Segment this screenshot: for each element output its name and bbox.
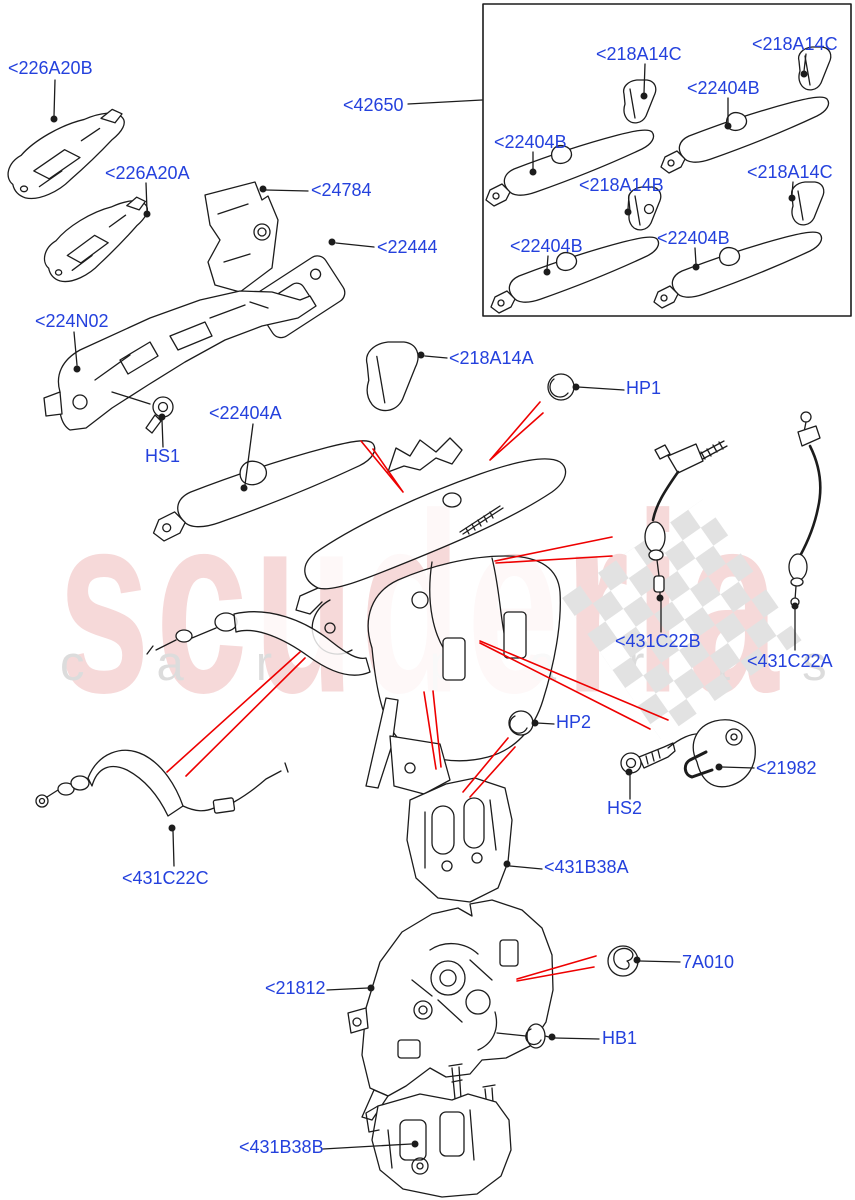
part-7A010-clip (608, 946, 638, 976)
part-label-218A14C-2[interactable]: <218A14C (752, 34, 838, 54)
part-226A20A-gasket (44, 196, 148, 282)
part-label-431C22C[interactable]: <431C22C (122, 868, 209, 888)
part-label-224N02[interactable]: <224N02 (35, 311, 109, 331)
part-label-22404B-3[interactable]: <22404B (510, 236, 583, 256)
part-label-22404B-1[interactable]: <22404B (494, 132, 567, 152)
part-HB1-grommet (497, 1024, 549, 1048)
part-label-HP1[interactable]: HP1 (626, 378, 662, 398)
part-22404A-handle (152, 439, 376, 542)
part-label-218A14C-3[interactable]: <218A14C (747, 162, 833, 182)
part-218A14A-cap (365, 340, 420, 412)
part-label-226A20B[interactable]: <226A20B (8, 58, 93, 78)
part-label-22404B-2[interactable]: <22404B (687, 78, 760, 98)
part-431C22B-cable (645, 441, 727, 597)
part-431C22C-cable (36, 750, 288, 816)
part-label-218A14C-1[interactable]: <218A14C (596, 44, 682, 64)
part-label-22404A[interactable]: <22404A (209, 403, 282, 423)
handle-kit-box (483, 4, 851, 316)
part-label-HS2[interactable]: HS2 (607, 798, 643, 818)
central-handle-latch-assembly (147, 438, 566, 794)
part-HP1-grommet (548, 374, 574, 400)
part-label-21982[interactable]: <21982 (756, 758, 817, 778)
part-label-218A14A[interactable]: <218A14A (449, 348, 534, 368)
part-label-431B38A[interactable]: <431B38A (544, 857, 629, 877)
part-label-42650[interactable]: <42650 (343, 95, 404, 115)
part-224N02-reinforcement (44, 291, 316, 430)
leader-lines (50, 54, 808, 1149)
part-431B38B-cover (366, 1064, 511, 1197)
red-pointer-lines (167, 402, 668, 981)
part-label-HS1[interactable]: HS1 (145, 446, 181, 466)
checkered-flag-watermark (562, 499, 802, 739)
part-label-218A14B[interactable]: <218A14B (579, 175, 664, 195)
part-label-21812[interactable]: <21812 (265, 978, 326, 998)
part-431B38A-cover (407, 778, 512, 902)
part-label-HP2[interactable]: HP2 (556, 712, 592, 732)
part-label-431C22B[interactable]: <431C22B (615, 631, 701, 651)
part-label-24784[interactable]: <24784 (311, 180, 372, 200)
part-HP2-grommet (509, 711, 533, 735)
part-21982-striker (685, 720, 755, 787)
part-label-431C22A[interactable]: <431C22A (747, 651, 833, 671)
part-431C22A-cable (789, 412, 820, 606)
part-21812-latch (348, 900, 553, 1120)
part-label-7A010[interactable]: 7A010 (682, 952, 735, 972)
part-label-22444[interactable]: <22444 (377, 237, 438, 257)
part-label-431B38B[interactable]: <431B38B (239, 1137, 324, 1157)
part-24784-bracket (205, 182, 278, 292)
part-label-22404B-4[interactable]: <22404B (657, 228, 730, 248)
kit-handle-3 (490, 186, 662, 314)
part-label-226A20A[interactable]: <226A20A (105, 163, 190, 183)
part-HS2-screw (621, 734, 700, 773)
part-label-HB1[interactable]: HB1 (602, 1028, 638, 1048)
part-226A20B-gasket (7, 108, 125, 199)
kit-handle-2 (660, 46, 832, 174)
